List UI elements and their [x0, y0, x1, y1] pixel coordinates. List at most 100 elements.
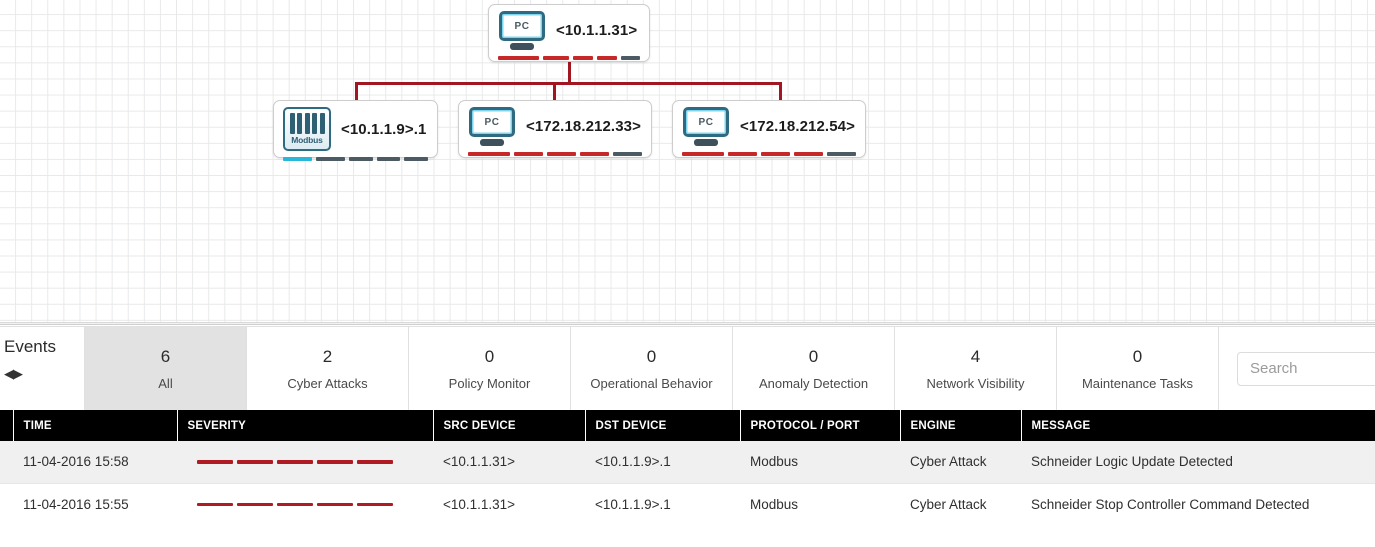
status-segment: [620, 56, 640, 60]
pc-icon-base: [510, 43, 534, 50]
status-segment: [596, 56, 617, 60]
status-segment: [468, 152, 511, 156]
device-status-strip: [283, 157, 429, 161]
device-node-root[interactable]: PC <10.1.1.31>: [488, 4, 650, 62]
device-node-label: <10.1.1.9>.1: [341, 120, 427, 138]
tab-count: 6: [160, 346, 171, 366]
status-segment: [547, 152, 577, 156]
device-node-plc[interactable]: Modbus <10.1.1.9>.1: [273, 100, 438, 161]
column-header-dst-device[interactable]: DST DEVICE: [585, 410, 741, 441]
device-status-strip: [468, 152, 643, 156]
cell-protocol-port: Modbus: [740, 482, 900, 525]
tab-label: Cyber Attacks: [287, 375, 368, 391]
status-segment: [283, 157, 313, 161]
tab-label: Maintenance Tasks: [1081, 375, 1194, 391]
node-header: Modbus <10.1.1.9>.1: [283, 107, 428, 151]
pc-icon: PC: [468, 107, 516, 146]
column-header-severity[interactable]: SEVERITY: [177, 410, 434, 441]
tab-label: Network Visibility: [926, 375, 1025, 391]
status-segment: [404, 157, 429, 161]
network-topology-canvas[interactable]: PC <10.1.1.31> Modbus <10.1.1.9>.1: [0, 0, 1375, 322]
pc-icon-screen-label: PC: [683, 107, 729, 137]
cell-src-device: <10.1.1.31>: [433, 482, 585, 525]
status-segment: [543, 56, 570, 60]
status-segment: [498, 56, 540, 60]
severity-segment: [197, 502, 233, 506]
header-gutter: [0, 410, 14, 441]
tab-maintenance-tasks[interactable]: 0 Maintenance Tasks: [1057, 327, 1219, 410]
device-node-host-33[interactable]: PC <172.18.212.33>: [458, 100, 652, 158]
device-node-label: <172.18.212.54>: [740, 118, 855, 135]
cell-dst-device: <10.1.1.9>.1: [585, 482, 740, 525]
next-arrow-icon[interactable]: ▶: [13, 366, 23, 381]
tab-label: Anomaly Detection: [758, 375, 869, 391]
column-header-message[interactable]: MESSAGE: [1021, 410, 1375, 441]
column-header-protocol-port[interactable]: PROTOCOL / PORT: [740, 410, 901, 441]
prev-arrow-icon[interactable]: ◀: [4, 366, 14, 381]
tab-operational-behavior[interactable]: 0 Operational Behavior: [571, 327, 733, 410]
status-segment: [728, 152, 758, 156]
device-status-strip: [498, 56, 640, 60]
tab-policy-monitor[interactable]: 0 Policy Monitor: [409, 327, 571, 410]
cell-severity: [177, 482, 433, 525]
pc-icon: PC: [682, 107, 730, 146]
connector-drop-host54: [779, 82, 782, 102]
cell-time: 11-04-2016 15:58: [13, 441, 177, 483]
connector-drop-plc: [355, 82, 358, 102]
table-row[interactable]: 11-04-2016 15:55 <10.1.1.31> <10.1.1.9>.…: [0, 482, 1375, 525]
modbus-icon-bars: [289, 113, 325, 134]
tab-all[interactable]: 6 All: [85, 327, 247, 410]
column-header-engine[interactable]: ENGINE: [900, 410, 1022, 441]
tab-network-visibility[interactable]: 4 Network Visibility: [895, 327, 1057, 410]
status-segment: [613, 152, 643, 156]
severity-segment: [277, 460, 313, 464]
pc-icon: PC: [498, 11, 546, 50]
severity-bars: [187, 460, 433, 464]
status-segment: [794, 152, 824, 156]
device-node-host-54[interactable]: PC <172.18.212.54>: [672, 100, 866, 158]
cell-protocol-port: Modbus: [740, 441, 900, 483]
modbus-icon-label: Modbus: [291, 135, 323, 145]
connector-drop-host33: [553, 82, 556, 102]
device-node-label: <172.18.212.33>: [526, 118, 641, 135]
connector-root-stub: [568, 62, 571, 85]
panel-divider[interactable]: [0, 322, 1375, 325]
status-segment: [761, 152, 791, 156]
pc-icon-base: [480, 139, 504, 146]
pc-icon-screen-label: PC: [499, 11, 545, 41]
table-row[interactable]: 11-04-2016 15:58 <10.1.1.31> <10.1.1.9>.…: [0, 441, 1375, 483]
events-table-element: TIME SEVERITY SRC DEVICE DST DEVICE PROT…: [0, 410, 1375, 525]
tab-cyber-attacks[interactable]: 2 Cyber Attacks: [247, 327, 409, 410]
tab-count: 4: [970, 346, 981, 366]
connector-bus: [355, 82, 782, 85]
search-input[interactable]: [1237, 351, 1375, 386]
status-segment: [580, 152, 610, 156]
cell-engine: Cyber Attack: [900, 441, 1021, 483]
severity-segment: [317, 460, 353, 464]
status-segment: [376, 157, 401, 161]
device-node-label: <10.1.1.31>: [556, 22, 638, 39]
severity-segment: [237, 460, 273, 464]
cell-engine: Cyber Attack: [900, 482, 1021, 525]
events-title-cell: Events ◀▶: [0, 327, 85, 410]
severity-bars: [187, 502, 433, 506]
column-header-time[interactable]: TIME: [13, 410, 178, 441]
tab-anomaly-detection[interactable]: 0 Anomaly Detection: [733, 327, 895, 410]
tab-label: All: [158, 375, 173, 391]
status-segment: [514, 152, 544, 156]
tab-count: 2: [322, 346, 333, 366]
severity-segment: [357, 502, 393, 506]
node-header: PC <172.18.212.54>: [682, 107, 856, 146]
events-pager[interactable]: ◀▶: [4, 366, 84, 382]
column-header-src-device[interactable]: SRC DEVICE: [433, 410, 586, 441]
severity-segment: [357, 460, 393, 464]
node-header: PC <172.18.212.33>: [468, 107, 642, 146]
severity-segment: [317, 502, 353, 506]
status-segment: [682, 152, 725, 156]
tab-count: 0: [1132, 346, 1143, 366]
device-status-strip: [682, 152, 857, 156]
events-table: TIME SEVERITY SRC DEVICE DST DEVICE PROT…: [0, 410, 1375, 525]
cell-time: 11-04-2016 15:55: [13, 482, 177, 525]
status-segment: [573, 56, 593, 60]
pc-icon-base: [694, 139, 718, 146]
